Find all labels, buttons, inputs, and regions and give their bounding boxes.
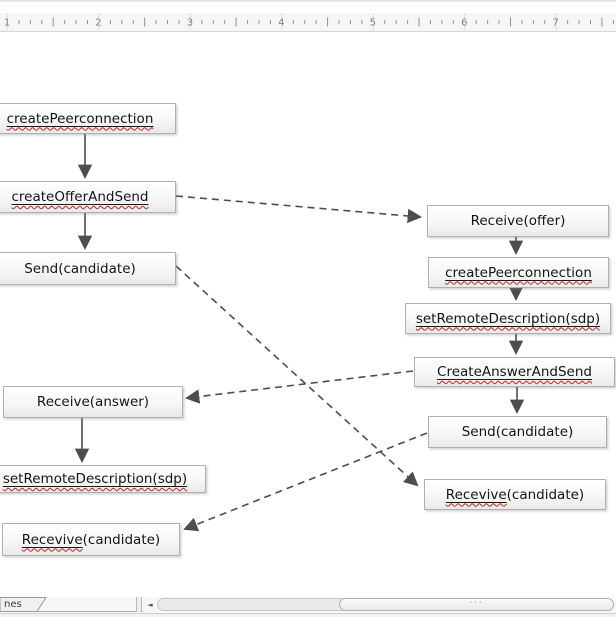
ruler-number: 2 bbox=[95, 18, 101, 29]
flow-box-label-text: Receive(offer) bbox=[470, 213, 566, 229]
flow-box-l2[interactable]: createOfferAndSend bbox=[0, 181, 176, 213]
flow-box-label: CreateAnswerAndSend bbox=[437, 364, 592, 380]
scroll-left-button[interactable]: ◄ bbox=[143, 597, 157, 612]
flow-box-label-text: CreateAnswerAndSend bbox=[437, 364, 592, 380]
flow-box-label: setRemoteDescription(sdp) bbox=[416, 311, 600, 327]
flow-box-label: Send(candidate) bbox=[24, 261, 136, 277]
arrow-l3-to-r6 bbox=[175, 265, 419, 487]
flow-box-l1[interactable]: createPeerconnection bbox=[0, 103, 176, 134]
ruler-number: 1 bbox=[4, 18, 10, 29]
flow-box-l4[interactable]: Receive(answer) bbox=[3, 386, 183, 418]
tabstrip-baseline bbox=[0, 611, 143, 612]
flow-box-label-text: createPeerconnection bbox=[445, 264, 592, 281]
flow-box-label-text: setRemoteDescription(sdp) bbox=[415, 310, 601, 327]
flow-box-label-text: setRemoteDescription(sdp) bbox=[2, 471, 188, 487]
flow-box-label-text: (candidate) bbox=[506, 486, 585, 503]
flow-box-r2[interactable]: createPeerconnection bbox=[428, 257, 609, 288]
left-arrow-icon: ◄ bbox=[147, 600, 153, 609]
flow-box-label-text: Receive(answer) bbox=[36, 394, 150, 410]
flow-box-l3[interactable]: Send(candidate) bbox=[0, 252, 176, 285]
flow-box-label: Recevive bbox=[446, 487, 507, 503]
page-margin-strip bbox=[0, 0, 616, 15]
flow-box-label-text: Send(candidate) bbox=[24, 260, 136, 277]
flow-box-r6[interactable]: Recevive(candidate) bbox=[424, 479, 606, 510]
flow-box-r1[interactable]: Receive(offer) bbox=[427, 205, 609, 237]
flow-box-label-text: (candidate) bbox=[82, 531, 161, 548]
flow-box-label: createPeerconnection bbox=[7, 111, 154, 127]
flow-box-label: Receive(offer) bbox=[471, 213, 566, 229]
flow-box-label: Send(candidate) bbox=[462, 424, 574, 440]
flow-box-label-text: createOfferAndSend bbox=[11, 189, 149, 205]
ruler-number: 6 bbox=[461, 18, 467, 29]
layer-tab[interactable]: nes bbox=[4, 598, 22, 610]
pane-splitter[interactable] bbox=[136, 597, 142, 612]
flow-box-r3[interactable]: setRemoteDescription(sdp) bbox=[405, 303, 611, 334]
flow-box-l6[interactable]: Recevive(candidate) bbox=[2, 523, 180, 556]
flow-box-label-text: Recevive bbox=[445, 486, 507, 503]
flow-box-r4[interactable]: CreateAnswerAndSend bbox=[414, 357, 615, 387]
flow-box-label: Receive(answer) bbox=[37, 394, 149, 410]
flow-box-label: (candidate) bbox=[83, 532, 161, 548]
flow-box-l5[interactable]: setRemoteDescription(sdp) bbox=[0, 465, 206, 493]
flow-box-label-text: Recevive bbox=[21, 531, 83, 548]
ruler-number: 5 bbox=[370, 18, 376, 29]
flow-box-label: (candidate) bbox=[507, 487, 585, 503]
bottom-bar: nes ◄ ··· bbox=[0, 597, 616, 613]
arrow-r5-to-l6 bbox=[183, 432, 428, 532]
flow-box-r5[interactable]: Send(candidate) bbox=[428, 416, 607, 448]
horizontal-scrollbar[interactable]: ··· bbox=[157, 598, 614, 611]
arrow-r4-to-l4 bbox=[184, 370, 414, 404]
arrow-l2-to-r1 bbox=[175, 195, 423, 224]
ruler-number: 4 bbox=[278, 18, 284, 29]
flow-box-label-text: Send(candidate) bbox=[461, 424, 574, 440]
scrollbar-thumb[interactable]: ··· bbox=[339, 598, 614, 611]
flow-box-label: setRemoteDescription(sdp) bbox=[3, 471, 187, 487]
flow-box-label: createOfferAndSend bbox=[12, 189, 149, 205]
ruler-number: 3 bbox=[187, 18, 193, 29]
scrollbar-grip-icon: ··· bbox=[469, 598, 484, 608]
status-bar-edge bbox=[0, 613, 616, 617]
flow-box-label-text: createPeerconnection bbox=[6, 110, 154, 127]
layer-tab-shape bbox=[0, 597, 47, 612]
flow-box-label: Recevive bbox=[22, 532, 83, 548]
ruler-number: 7 bbox=[553, 18, 559, 29]
flow-box-label: createPeerconnection bbox=[445, 265, 592, 281]
horizontal-ruler[interactable]: 1 2 3 4 5 6 7 bbox=[0, 13, 616, 32]
